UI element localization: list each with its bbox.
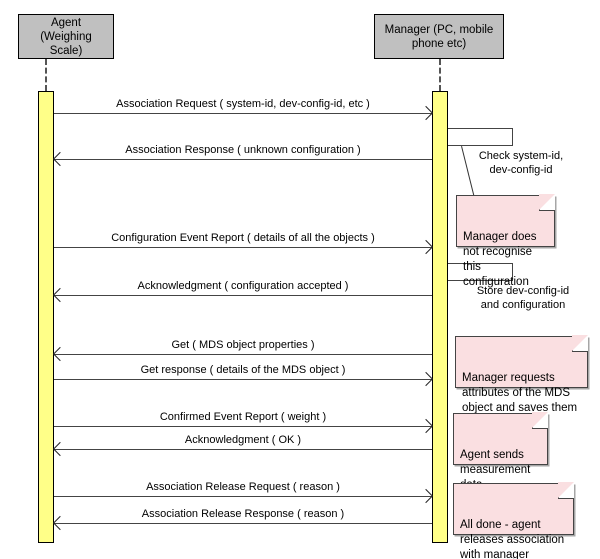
self-message-arrowhead-0 (449, 146, 460, 158)
message-line-6 (54, 426, 432, 427)
message-line-3 (54, 295, 432, 296)
message-label-9: Association Release Response ( reason ) (141, 508, 345, 520)
note-fold-icon-1 (572, 335, 588, 352)
note-text-1: Manager requests attributes of the MDS o… (462, 372, 578, 414)
note-text-0: Manager does not recognise this configur… (463, 231, 537, 288)
participant-manager[interactable]: Manager (PC, mobile phone etc) (374, 14, 504, 59)
message-label-4: Get ( MDS object properties ) (171, 339, 315, 351)
message-line-1 (54, 159, 432, 160)
note-fold-icon-3 (558, 482, 574, 499)
message-label-3: Acknowledgment ( configuration accepted … (137, 280, 349, 292)
note-1: Manager requests attributes of the MDS o… (455, 335, 588, 414)
lifeline-agent (45, 59, 47, 91)
self-message-loop-0 (448, 128, 513, 146)
activation-bar-manager[interactable] (432, 91, 448, 543)
message-line-5 (54, 379, 432, 380)
self-message-loop-1 (448, 263, 513, 281)
lifeline-manager (439, 59, 441, 91)
note-fold-icon-2 (532, 412, 548, 429)
message-label-2: Configuration Event Report ( details of … (111, 232, 375, 244)
message-label-1: Association Response ( unknown configura… (125, 144, 361, 156)
message-label-6: Confirmed Event Report ( weight ) (159, 411, 327, 423)
self-message-label-1: Store dev-config-id and configuration (476, 285, 570, 311)
activation-bar-agent[interactable] (38, 91, 54, 543)
self-message-arrowhead-1 (449, 281, 460, 293)
message-line-4 (54, 354, 432, 355)
note-0: Manager does not recognise this configur… (456, 194, 555, 288)
message-label-5: Get response ( details of the MDS object… (140, 364, 346, 376)
message-line-7 (54, 449, 432, 450)
note-fold-icon-0 (539, 194, 555, 211)
message-label-8: Association Release Request ( reason ) (146, 481, 340, 493)
message-label-7: Acknowledgment ( OK ) (184, 434, 302, 446)
message-line-2 (54, 247, 432, 248)
participant-manager-label: Manager (PC, mobile phone etc) (384, 23, 494, 50)
note-3: All done - agent releases association wi… (453, 482, 574, 559)
message-line-0 (54, 113, 432, 114)
note-text-3: All done - agent releases association wi… (460, 519, 565, 559)
message-line-9 (54, 523, 432, 524)
participant-agent-label: Agent (Weighing Scale) (40, 16, 92, 57)
message-label-0: Association Request ( system-id, dev-con… (116, 98, 370, 110)
note-2: Agent sends measurement data (453, 412, 548, 491)
participant-agent[interactable]: Agent (Weighing Scale) (18, 14, 114, 59)
message-line-8 (54, 496, 432, 497)
self-message-label-0: Check system-id, dev-config-id (478, 150, 564, 176)
